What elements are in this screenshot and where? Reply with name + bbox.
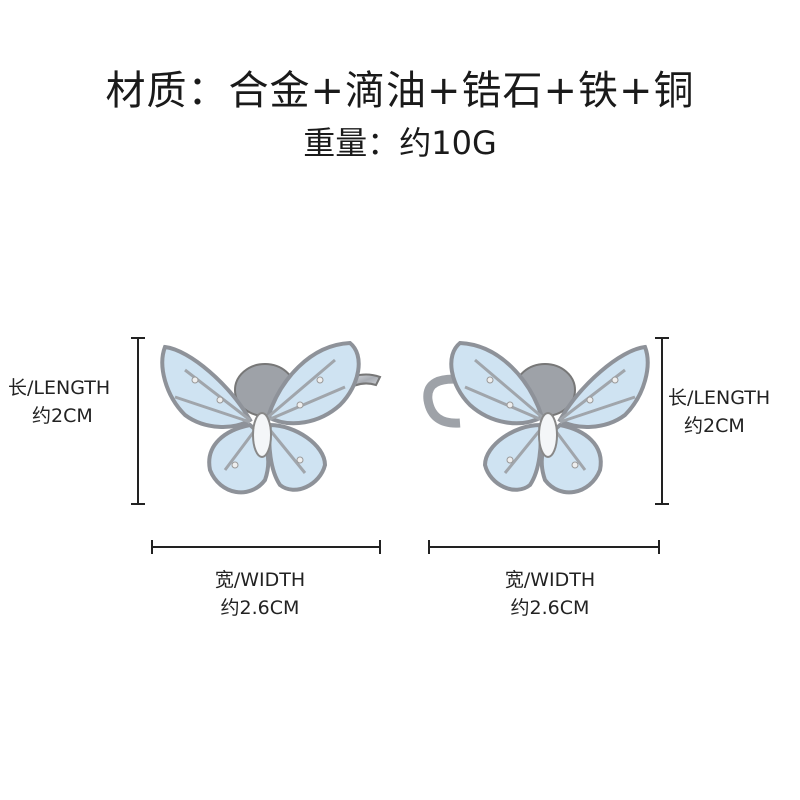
material-title: 材质：合金+滴油+锆石+铁+铜	[105, 68, 695, 114]
right-width-value-text: 约2.6CM	[510, 597, 590, 619]
right-width-label: 宽/WIDTH 约2.6CM	[470, 566, 630, 622]
right-butterfly-earring-image	[423, 340, 650, 495]
right-length-label: 长/LENGTH 约2CM	[668, 384, 770, 440]
left-length-value-text: 约2CM	[32, 405, 93, 427]
left-length-label: 长/LENGTH 约2CM	[8, 374, 110, 430]
left-width-label-text: 宽/WIDTH	[214, 569, 306, 591]
right-length-line	[661, 337, 663, 505]
right-width-label-text: 宽/WIDTH	[504, 569, 596, 591]
left-width-value-text: 约2.6CM	[220, 597, 300, 619]
right-width-line	[428, 546, 660, 548]
right-width-cap-right	[658, 540, 660, 554]
right-length-cap-bottom	[655, 503, 669, 505]
left-butterfly-earring-image	[160, 340, 382, 495]
left-length-label-text: 长/LENGTH	[8, 377, 111, 399]
left-length-cap-bottom	[131, 503, 145, 505]
left-length-line	[137, 337, 139, 505]
left-width-cap-right	[379, 540, 381, 554]
right-length-value-text: 约2CM	[684, 415, 745, 437]
left-width-line	[151, 546, 381, 548]
weight-subtitle: 重量：约10G	[303, 124, 497, 162]
right-length-label-text: 长/LENGTH	[668, 387, 771, 409]
left-width-label: 宽/WIDTH 约2.6CM	[180, 566, 340, 622]
